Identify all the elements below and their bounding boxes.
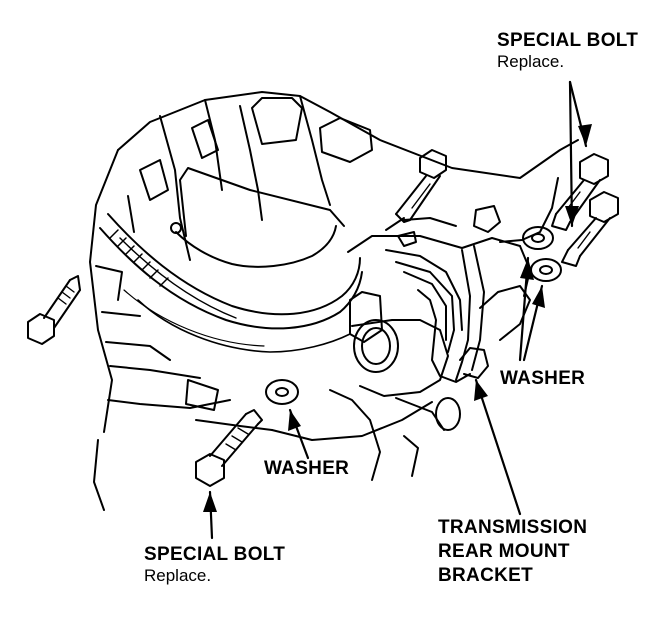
label-special-bolt-top: SPECIAL BOLT Replace. <box>497 31 638 71</box>
washer-right-text: WASHER <box>500 368 586 389</box>
rear-mount-bracket <box>347 177 559 431</box>
bolt-upper-center <box>395 149 447 223</box>
washer-lower-right <box>530 258 562 282</box>
label-washer-bottom: WASHER <box>264 459 349 479</box>
clutch-housing-band <box>99 167 363 353</box>
label-washer-right: WASHER <box>500 369 585 389</box>
arrow-special-bolt-top-b <box>568 80 574 228</box>
special-bolt-top-title: SPECIAL BOLT <box>497 30 639 51</box>
bracket-line-1: TRANSMISSION <box>438 517 588 538</box>
label-special-bolt-bottom: SPECIAL BOLT Replace. <box>144 545 285 585</box>
special-bolt-bottom-title: SPECIAL BOLT <box>144 544 286 565</box>
washer-bottom <box>265 379 299 405</box>
arrow-heads <box>203 124 592 512</box>
washer-bottom-text: WASHER <box>264 458 350 479</box>
bracket-line-3: BRACKET <box>438 565 533 586</box>
special-bolt-top-b <box>561 191 619 267</box>
special-bolt-top-note: Replace. <box>497 51 565 71</box>
arrow-bracket <box>474 378 522 516</box>
bracket-line-2: REAR MOUNT <box>438 541 570 562</box>
label-transmission-rear-mount-bracket: TRANSMISSION REAR MOUNT BRACKET <box>438 516 587 588</box>
special-bolt-bottom <box>195 409 263 487</box>
transmission-housing <box>89 91 579 511</box>
special-bolt-top-a <box>551 153 609 231</box>
special-bolt-bottom-note: Replace. <box>144 565 212 585</box>
bolt-left <box>27 275 81 345</box>
washer-upper-right <box>522 226 554 250</box>
